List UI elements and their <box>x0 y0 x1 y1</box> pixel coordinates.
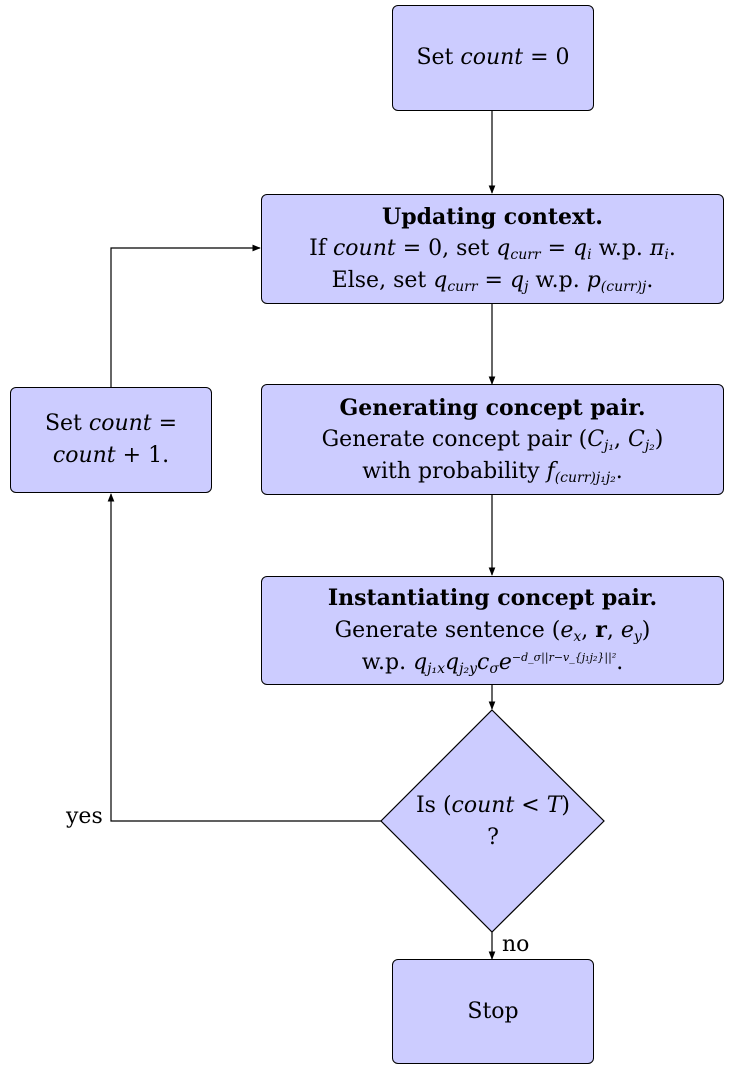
edge-label-yes: yes <box>66 804 103 829</box>
arrow-increment-to-update <box>110 244 261 388</box>
edge-label-no: no <box>502 932 530 957</box>
instantiate-pair-line1: Generate sentence (ex, r, ey) <box>334 617 651 645</box>
generate-pair-title: Generating concept pair. <box>339 394 646 421</box>
increment-node: Set count = count + 1. <box>10 387 212 493</box>
update-context-line1: If count = 0, set qcurr = qi w.p. πi. <box>309 236 676 263</box>
instantiate-pair-node: Instantiating concept pair. Generate sen… <box>261 576 724 685</box>
increment-line1: Set count = <box>44 411 178 436</box>
decision-line1: Is (count < T) <box>415 793 570 818</box>
increment-line2: count + 1. <box>52 443 170 468</box>
generate-pair-line2: with probability f(curr)j₁j₂. <box>362 458 623 486</box>
generate-pair-node: Generating concept pair. Generate concep… <box>261 384 724 495</box>
update-context-line2: Else, set qcurr = qj w.p. p(curr)j. <box>331 268 654 295</box>
decision-line2: ? <box>487 825 499 850</box>
stop-node: Stop <box>392 959 594 1064</box>
arrow-decision-yes <box>107 493 381 822</box>
instantiate-pair-line2: w.p. qj₁xqj₂ycσe−d_σ||r−v_{j₁j₂}||². <box>361 650 624 677</box>
start-node: Set count = 0 <box>392 5 594 111</box>
generate-pair-line1: Generate concept pair (Cj₁, Cj₂) <box>321 426 664 454</box>
update-context-node: Updating context. If count = 0, set qcur… <box>261 194 724 304</box>
instantiate-pair-title: Instantiating concept pair. <box>327 585 658 611</box>
start-node-text: Set count = 0 <box>416 45 570 70</box>
stop-label: Stop <box>467 998 519 1024</box>
update-context-title: Updating context. <box>382 204 603 230</box>
decision-text: Is (count < T) ? <box>382 790 604 854</box>
